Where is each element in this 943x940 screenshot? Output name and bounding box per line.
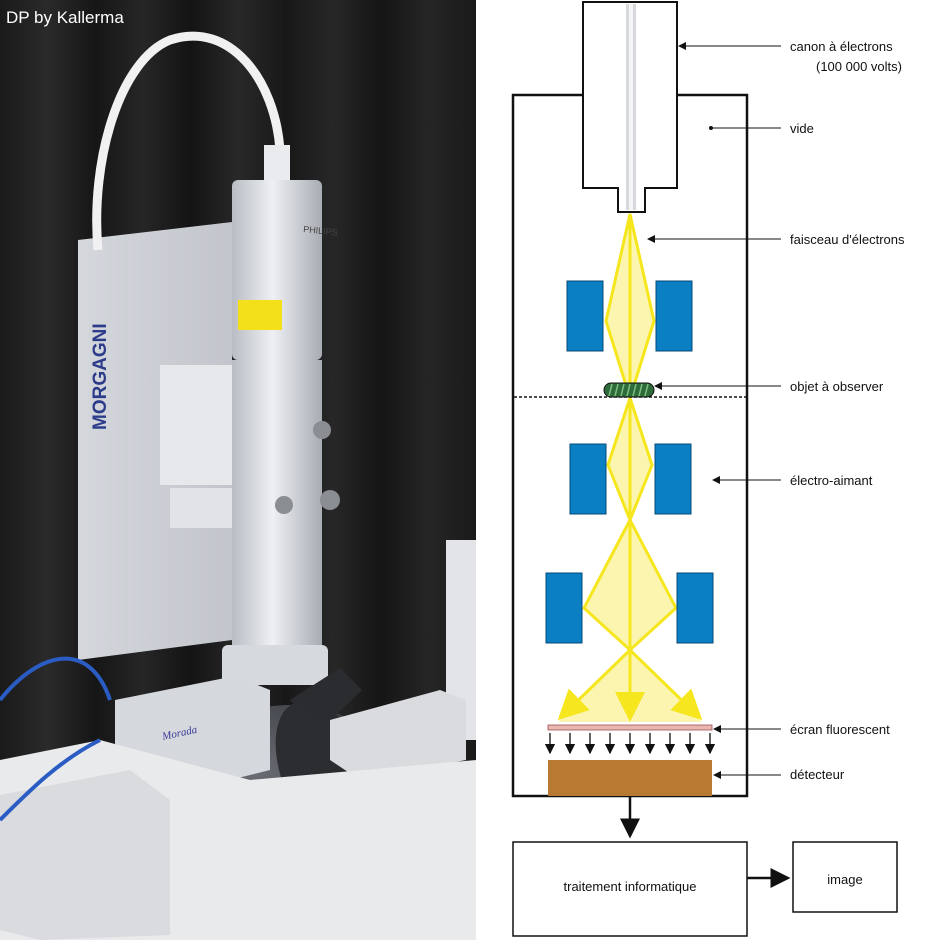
photo-credit: DP by Kallerma — [6, 8, 124, 27]
fluorescent-screen — [547, 724, 713, 731]
brand-side-label: MORGAGNI — [90, 323, 111, 430]
label-gun-voltage: (100 000 volts) — [816, 59, 902, 74]
label-specimen: objet à observer — [790, 379, 884, 394]
label-image: image — [827, 872, 862, 887]
microscope-photo: MORGAGNI PHILIPS Morada DP by Kallerma — [0, 0, 476, 940]
electromagnet-lower-right — [676, 572, 714, 644]
label-electron-beam: faisceau d'électrons — [790, 232, 905, 247]
label-detector: détecteur — [790, 767, 845, 782]
label-electron-gun: canon à électrons — [790, 39, 893, 54]
label-leaders — [647, 42, 781, 779]
brand-column-label: PHILIPS — [303, 224, 338, 238]
electromagnet-upper-left — [566, 280, 604, 352]
electromagnet-lower-left — [545, 572, 583, 644]
label-vacuum: vide — [790, 121, 814, 136]
image-box — [792, 841, 898, 913]
specimen-object — [603, 382, 655, 398]
electromagnet-group — [545, 280, 714, 644]
screen-emission-arrows — [544, 733, 716, 755]
electromagnet-middle-left — [569, 443, 607, 515]
tem-schematic: canon à électrons (100 000 volts) vide f… — [511, 1, 905, 937]
detector — [548, 760, 712, 796]
electromagnet-middle-right — [654, 443, 692, 515]
label-electromagnet: électro-aimant — [790, 473, 873, 488]
electron-beam — [557, 213, 703, 722]
label-fluorescent-screen: écran fluorescent — [790, 722, 890, 737]
processing-box — [512, 841, 748, 937]
microscope-photo-illustration: MORGAGNI PHILIPS Morada — [0, 0, 476, 940]
electromagnet-upper-right — [655, 280, 693, 352]
label-processing: traitement informatique — [564, 879, 697, 894]
